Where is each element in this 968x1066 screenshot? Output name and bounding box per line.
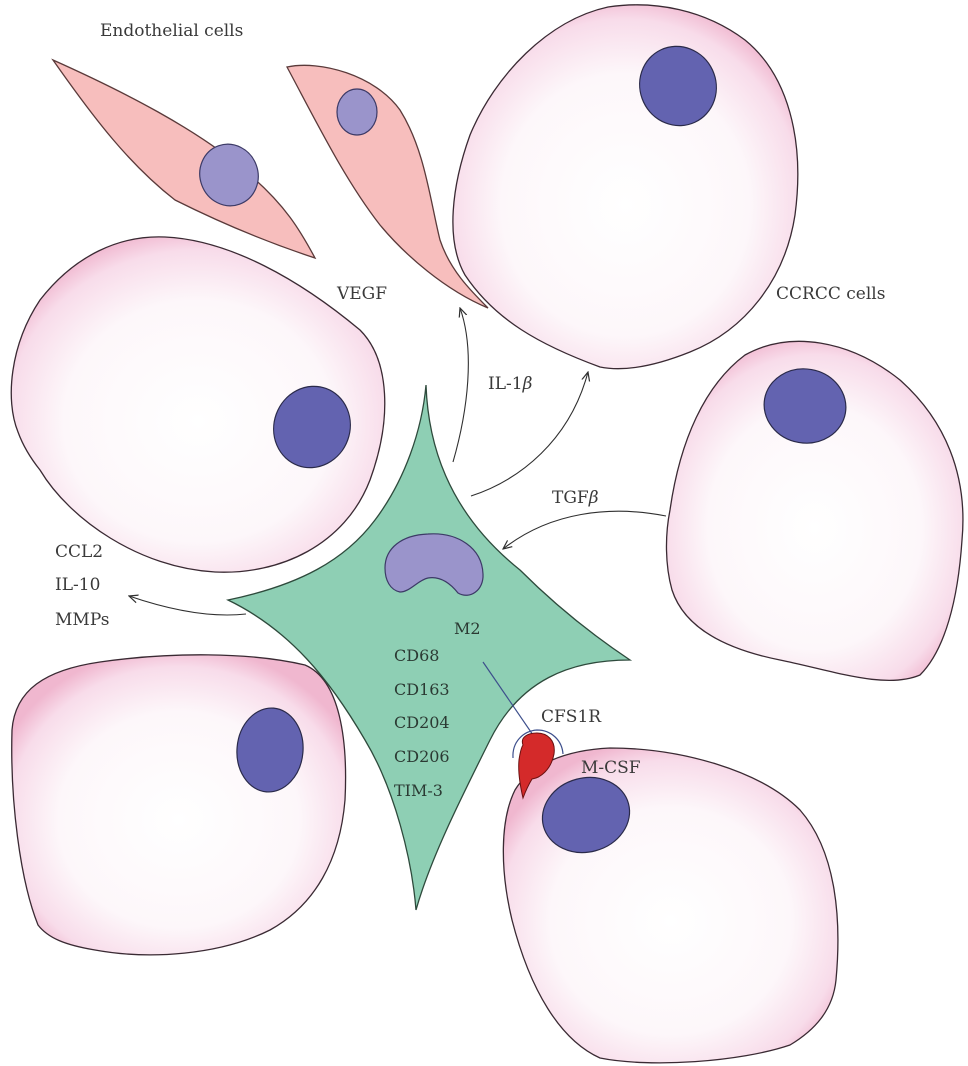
vegf-label: VEGF (336, 284, 387, 304)
tgfb-label: TGFβ (552, 488, 599, 508)
ccrcc-cells-label: CCRCC cells (776, 284, 885, 304)
il1b-label-prefix: IL-1 (488, 374, 523, 394)
ccrcc-cell-bottom-left (12, 655, 346, 955)
il1b-label-beta: β (522, 374, 533, 394)
tgfb-label-beta: β (588, 488, 599, 508)
endothelial-cell-left (53, 60, 315, 258)
cd204-label: CD204 (394, 713, 450, 732)
ccl2-label: CCL2 (55, 542, 103, 562)
ccrcc-cell-top-right (453, 5, 798, 369)
tgfb-arrow (503, 511, 666, 549)
endothelial-cells-label: Endothelial cells (100, 21, 243, 41)
m-csf-label: M-CSF (581, 758, 641, 778)
cfs1r-label: CFS1R (541, 707, 602, 727)
tim3-label: TIM-3 (394, 781, 443, 800)
cd68-label: CD68 (394, 646, 439, 665)
mmps-label: MMPs (55, 610, 110, 630)
cd206-label: CD206 (394, 747, 450, 766)
secreted-factors-arrow (129, 596, 246, 615)
vegf-arrow (453, 308, 468, 462)
il10-label: IL-10 (55, 575, 100, 595)
il1b-label: IL-1β (488, 374, 533, 394)
cd163-label: CD163 (394, 680, 450, 699)
m2-label: M2 (454, 619, 481, 638)
tgfb-label-prefix: TGF (552, 488, 589, 508)
endothelial-nucleus-right (337, 89, 377, 135)
